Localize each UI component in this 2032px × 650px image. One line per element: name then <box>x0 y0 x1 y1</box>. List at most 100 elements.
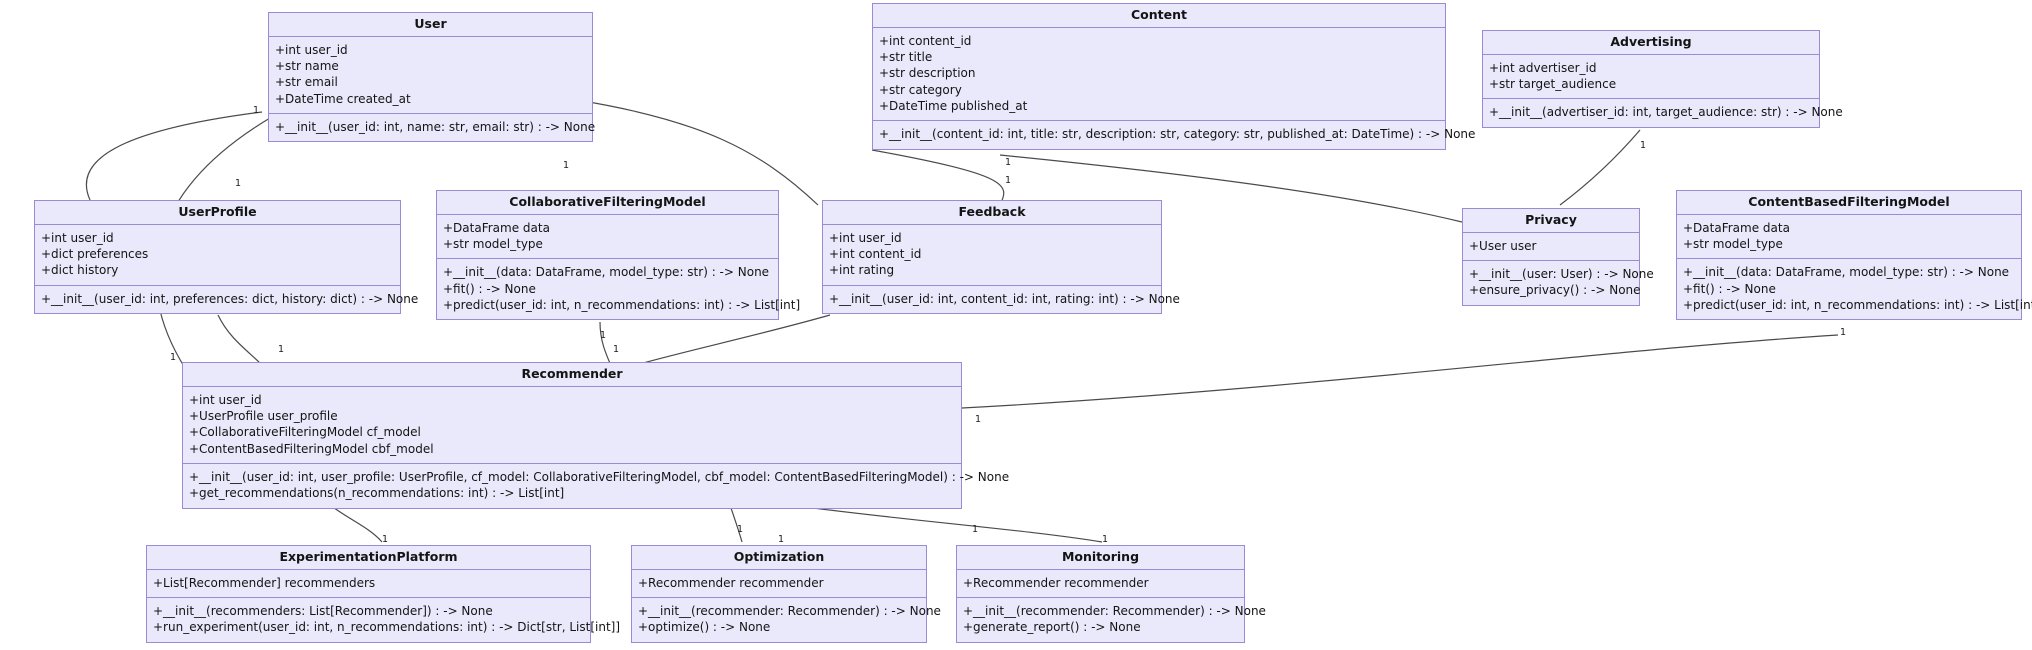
class-attributes-optimization: +Recommender recommender <box>632 570 926 599</box>
multiplicity-label: 1 <box>1640 140 1647 151</box>
multiplicity-label: 1 <box>1102 534 1109 545</box>
attribute-row: +dict history <box>41 263 119 278</box>
method-row: +__init__(content_id: int, title: str, d… <box>879 127 1476 142</box>
attribute-row: +str email <box>275 75 338 90</box>
edge-content-feedback <box>871 149 1005 206</box>
method-row: +get_recommendations(n_recommendations: … <box>189 486 565 501</box>
attribute-row: +int rating <box>829 263 895 278</box>
class-box-userprofile[interactable]: UserProfile +int user_id +dict preferenc… <box>34 200 419 314</box>
attribute-row: +str title <box>879 50 933 65</box>
edge-userprofile-recommender <box>217 314 266 369</box>
edge-recommender-monitoring <box>789 504 1103 543</box>
class-attributes-content-based-filtering-model: +DataFrame data +str model_type <box>1677 215 2021 260</box>
edge-recommender-cbf <box>961 334 1839 409</box>
multiplicity-label: 1 <box>563 160 570 171</box>
attribute-row: +dict preferences <box>41 247 149 262</box>
attribute-row: +str description <box>879 66 976 81</box>
class-title-userprofile: UserProfile <box>35 201 400 225</box>
attribute-row: +CollaborativeFilteringModel cf_model <box>189 425 421 440</box>
multiplicity-label: 1 <box>278 344 285 355</box>
class-box-feedback[interactable]: Feedback +int user_id +int content_id +i… <box>822 200 1180 314</box>
method-row: +__init__(user_id: int, name: str, email… <box>275 120 596 134</box>
method-row: +fit() : -> None <box>1683 281 1776 296</box>
class-methods-advertising: +__init__(advertiser_id: int, target_aud… <box>1483 99 1843 126</box>
attribute-row: +Recommender recommender <box>638 575 824 590</box>
class-attributes-monitoring: +Recommender recommender <box>957 570 1244 599</box>
class-box-recommender[interactable]: Recommender +int user_id +UserProfile us… <box>182 362 1009 509</box>
multiplicity-label: 1 <box>975 414 982 425</box>
edge-advertising-privacy <box>1559 129 1641 206</box>
class-attributes-feedback: +int user_id +int content_id +int rating <box>823 225 1161 286</box>
multiplicity-label: 1 <box>1005 157 1012 168</box>
class-title-feedback: Feedback <box>823 201 1161 225</box>
method-row: +__init__(user: User) : -> None <box>1469 267 1654 282</box>
class-attributes-experimentation-platform: +List[Recommender] recommenders <box>147 570 590 599</box>
class-methods-experimentation-platform: +__init__(recommenders: List[Recommender… <box>147 598 621 642</box>
method-row: +__init__(recommender: Recommender) : ->… <box>963 604 1266 619</box>
method-row: +fit() : -> None <box>443 281 536 296</box>
class-title-optimization: Optimization <box>632 546 926 570</box>
class-attributes-collaborative-filtering-model: +DataFrame data +str model_type <box>437 215 778 260</box>
multiplicity-label: 1 <box>600 330 607 341</box>
attribute-row: +ContentBasedFilteringModel cbf_model <box>189 441 434 456</box>
class-attributes-userprofile: +int user_id +dict preferences +dict his… <box>35 225 400 286</box>
method-row: +predict(user_id: int, n_recommendations… <box>443 298 801 312</box>
class-methods-monitoring: +__init__(recommender: Recommender) : ->… <box>957 598 1266 642</box>
class-methods-userprofile: +__init__(user_id: int, preferences: dic… <box>35 286 419 313</box>
class-box-experimentation-platform[interactable]: ExperimentationPlatform +List[Recommende… <box>146 545 621 643</box>
multiplicity-label: 1 <box>613 344 620 355</box>
attribute-row: +str model_type <box>443 237 543 252</box>
attribute-row: +int user_id <box>41 230 114 245</box>
class-attributes-content: +int content_id +str title +str descript… <box>873 28 1445 122</box>
method-row: +__init__(recommender: Recommender) : ->… <box>638 604 941 619</box>
method-row: +optimize() : -> None <box>638 620 771 635</box>
attribute-row: +int advertiser_id <box>1489 60 1597 75</box>
class-box-optimization[interactable]: Optimization +Recommender recommender +_… <box>631 545 941 643</box>
class-box-user[interactable]: User +int user_id +str name +str email +… <box>268 12 596 143</box>
class-box-privacy[interactable]: Privacy +User user +__init__(user: User)… <box>1462 208 1654 306</box>
class-methods-user: +__init__(user_id: int, name: str, email… <box>269 114 596 141</box>
multiplicity-label: 1 <box>778 534 785 545</box>
multiplicity-label: 1 <box>737 524 744 535</box>
multiplicity-label: 1 <box>253 105 260 116</box>
attribute-row: +int content_id <box>829 247 922 262</box>
attribute-row: +str model_type <box>1683 237 1783 252</box>
attribute-row: +int content_id <box>879 33 972 48</box>
class-methods-feedback: +__init__(user_id: int, content_id: int,… <box>823 286 1180 313</box>
class-attributes-user: +int user_id +str name +str email +DateT… <box>269 37 592 114</box>
class-box-content-based-filtering-model[interactable]: ContentBasedFilteringModel +DataFrame da… <box>1676 190 2032 321</box>
class-attributes-recommender: +int user_id +UserProfile user_profile +… <box>183 387 961 464</box>
method-row: +__init__(user_id: int, content_id: int,… <box>829 291 1180 306</box>
attribute-row: +List[Recommender] recommenders <box>153 575 376 590</box>
multiplicity-label: 1 <box>235 178 242 189</box>
class-box-collaborative-filtering-model[interactable]: CollaborativeFilteringModel +DataFrame d… <box>436 190 801 321</box>
attribute-row: +Recommender recommender <box>963 575 1149 590</box>
attribute-row: +DateTime published_at <box>879 99 1028 113</box>
class-box-content[interactable]: Content +int content_id +str title +str … <box>872 3 1476 150</box>
method-row: +predict(user_id: int, n_recommendations… <box>1683 298 2032 312</box>
class-methods-collaborative-filtering-model: +__init__(data: DataFrame, model_type: s… <box>437 259 801 319</box>
class-attributes-advertising: +int advertiser_id +str target_audience <box>1483 55 1819 100</box>
class-title-experimentation-platform: ExperimentationPlatform <box>147 546 590 570</box>
class-title-content: Content <box>873 4 1445 28</box>
attribute-row: +str category <box>879 82 962 97</box>
class-methods-content: +__init__(content_id: int, title: str, d… <box>873 121 1476 148</box>
method-row: +run_experiment(user_id: int, n_recommen… <box>153 620 621 635</box>
method-row: +__init__(user_id: int, preferences: dic… <box>41 291 419 306</box>
method-row: +__init__(recommenders: List[Recommender… <box>153 604 493 619</box>
multiplicity-label: 1 <box>170 352 177 363</box>
method-row: +__init__(advertiser_id: int, target_aud… <box>1489 105 1843 120</box>
attribute-row: +UserProfile user_profile <box>189 409 338 424</box>
class-box-monitoring[interactable]: Monitoring +Recommender recommender +__i… <box>956 545 1266 643</box>
class-title-privacy: Privacy <box>1463 209 1639 233</box>
class-title-collaborative-filtering-model: CollaborativeFilteringModel <box>437 191 778 215</box>
class-methods-recommender: +__init__(user_id: int, user_profile: Us… <box>183 464 1009 508</box>
class-title-advertising: Advertising <box>1483 31 1819 55</box>
class-title-user: User <box>269 13 592 37</box>
attribute-row: +DataFrame data <box>1683 220 1790 235</box>
class-box-advertising[interactable]: Advertising +int advertiser_id +str targ… <box>1482 30 1843 128</box>
attribute-row: +User user <box>1469 238 1537 253</box>
class-title-monitoring: Monitoring <box>957 546 1244 570</box>
method-row: +generate_report() : -> None <box>963 620 1141 635</box>
